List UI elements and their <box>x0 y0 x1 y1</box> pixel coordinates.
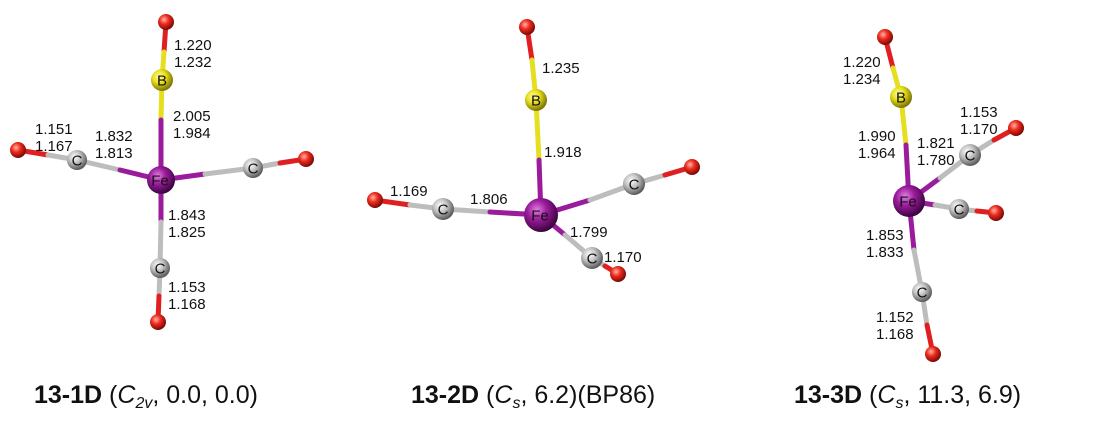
carbon-atom <box>949 199 969 219</box>
bond-length-label: 1.151 <box>35 121 73 138</box>
bond-length-label: 1.168 <box>876 326 914 343</box>
oxygen-atom <box>925 346 941 362</box>
molecule-13-1D: B C C Fe C 1.220 1.232 2.005 1.984 1.151… <box>10 14 314 330</box>
oxygen-atom <box>158 14 174 30</box>
bond-length-label: 1.813 <box>95 145 133 162</box>
caption-13-3D: 13-3D (Cs, 11.3, 6.9) <box>794 381 1022 412</box>
bond-length-label: 1.153 <box>168 279 206 296</box>
point-group: C <box>117 381 136 409</box>
carbon-atom <box>432 198 454 220</box>
bond-length-label: 1.833 <box>866 244 904 261</box>
carbon-atom <box>959 144 981 166</box>
caption-13-2D: 13-2D (Cs, 6.2)(BP86) <box>411 381 656 412</box>
carbon-atom <box>67 150 87 170</box>
bond-length-label: 1.220 <box>174 37 212 54</box>
point-group-subscript: s <box>512 395 521 412</box>
bond-length-label: 1.168 <box>168 296 206 313</box>
bond-length-label: 1.153 <box>960 104 998 121</box>
carbon-label: C <box>438 202 449 219</box>
oxygen-atom <box>684 159 700 175</box>
bond-length-label: 1.990 <box>858 128 896 145</box>
caption-13-1D: 13-1D (C2v, 0.0, 0.0) <box>34 381 258 412</box>
bond-length-label: 1.825 <box>168 224 206 241</box>
iron-atom <box>893 185 925 217</box>
iron-label: Fe <box>899 194 917 211</box>
carbon-label: C <box>917 285 928 302</box>
structure-id: 13-1D <box>34 381 103 409</box>
carbon-label: C <box>248 161 259 178</box>
boron-label: B <box>896 90 906 107</box>
boron-atom <box>151 69 173 91</box>
relative-energies: , 0.0, 0.0) <box>152 381 258 409</box>
point-group-subscript: 2v <box>135 395 153 412</box>
carbon-atom <box>912 282 932 302</box>
carbon-label: C <box>155 261 166 278</box>
bond-length-label: 1.167 <box>35 138 73 155</box>
relative-energies: , 11.3, 6.9) <box>903 381 1022 409</box>
iron-atom <box>524 198 558 232</box>
bond-length-label: 1.780 <box>917 152 955 169</box>
iron-label: Fe <box>151 173 169 190</box>
molecule-13-2D: B C C Fe C 1.235 1.918 1.169 1.806 1.799… <box>367 19 700 282</box>
carbon-label: C <box>72 153 83 170</box>
bond-length-label: 1.984 <box>173 125 211 142</box>
carbon-label: C <box>954 202 965 219</box>
point-group: C <box>877 381 896 409</box>
bond-length-label: 1.220 <box>843 54 881 71</box>
oxygen-atom <box>1008 120 1024 136</box>
bond-length-label: 1.170 <box>960 121 998 138</box>
oxygen-atom <box>988 205 1004 221</box>
bond-length-label: 1.832 <box>95 128 133 145</box>
bond-length-label: 2.005 <box>173 108 211 125</box>
bond-length-label: 1.843 <box>168 207 206 224</box>
oxygen-atom <box>10 142 26 158</box>
iron-atom <box>147 166 175 194</box>
bond-length-label: 1.799 <box>570 224 608 241</box>
carbon-label: C <box>587 251 598 268</box>
bond-length-label: 1.234 <box>843 71 881 88</box>
structure-id: 13-3D <box>794 381 863 409</box>
carbon-atom <box>243 158 263 178</box>
bond-length-label: 1.918 <box>544 144 582 161</box>
oxygen-atom <box>519 19 535 35</box>
oxygen-atom <box>150 314 166 330</box>
iron-label: Fe <box>531 208 549 225</box>
structure-id: 13-2D <box>411 381 480 409</box>
oxygen-atom <box>877 29 893 45</box>
bond-length-label: 1.235 <box>542 60 580 77</box>
carbon-atom <box>623 173 645 195</box>
boron-label: B <box>157 73 167 90</box>
bond-length-label: 1.152 <box>876 309 914 326</box>
carbon-atom <box>581 247 603 269</box>
bond-length-label: 1.169 <box>390 183 428 200</box>
relative-energies: , 6.2)(BP86) <box>520 381 656 409</box>
point-group: C <box>494 381 513 409</box>
boron-atom <box>890 86 912 108</box>
bond-length-label: 1.964 <box>858 145 896 162</box>
bond-length-label: 1.806 <box>470 191 508 208</box>
bond-length-label: 1.821 <box>917 135 955 152</box>
point-group-subscript: s <box>895 395 904 412</box>
bond-length-label: 1.170 <box>604 249 642 266</box>
bonds <box>372 24 695 277</box>
bond-length-label: 1.232 <box>174 54 212 71</box>
carbon-label: C <box>629 177 640 194</box>
oxygen-atom <box>298 151 314 167</box>
oxygen-atom <box>610 266 626 282</box>
boron-label: B <box>531 93 541 110</box>
boron-atom <box>525 89 547 111</box>
molecule-13-3D: B C Fe C C 1.220 1.234 1.153 1.170 1.990… <box>843 29 1024 362</box>
bond-length-label: 1.853 <box>866 227 904 244</box>
carbon-atom <box>150 258 170 278</box>
oxygen-atom <box>367 192 383 208</box>
carbon-label: C <box>965 148 976 165</box>
